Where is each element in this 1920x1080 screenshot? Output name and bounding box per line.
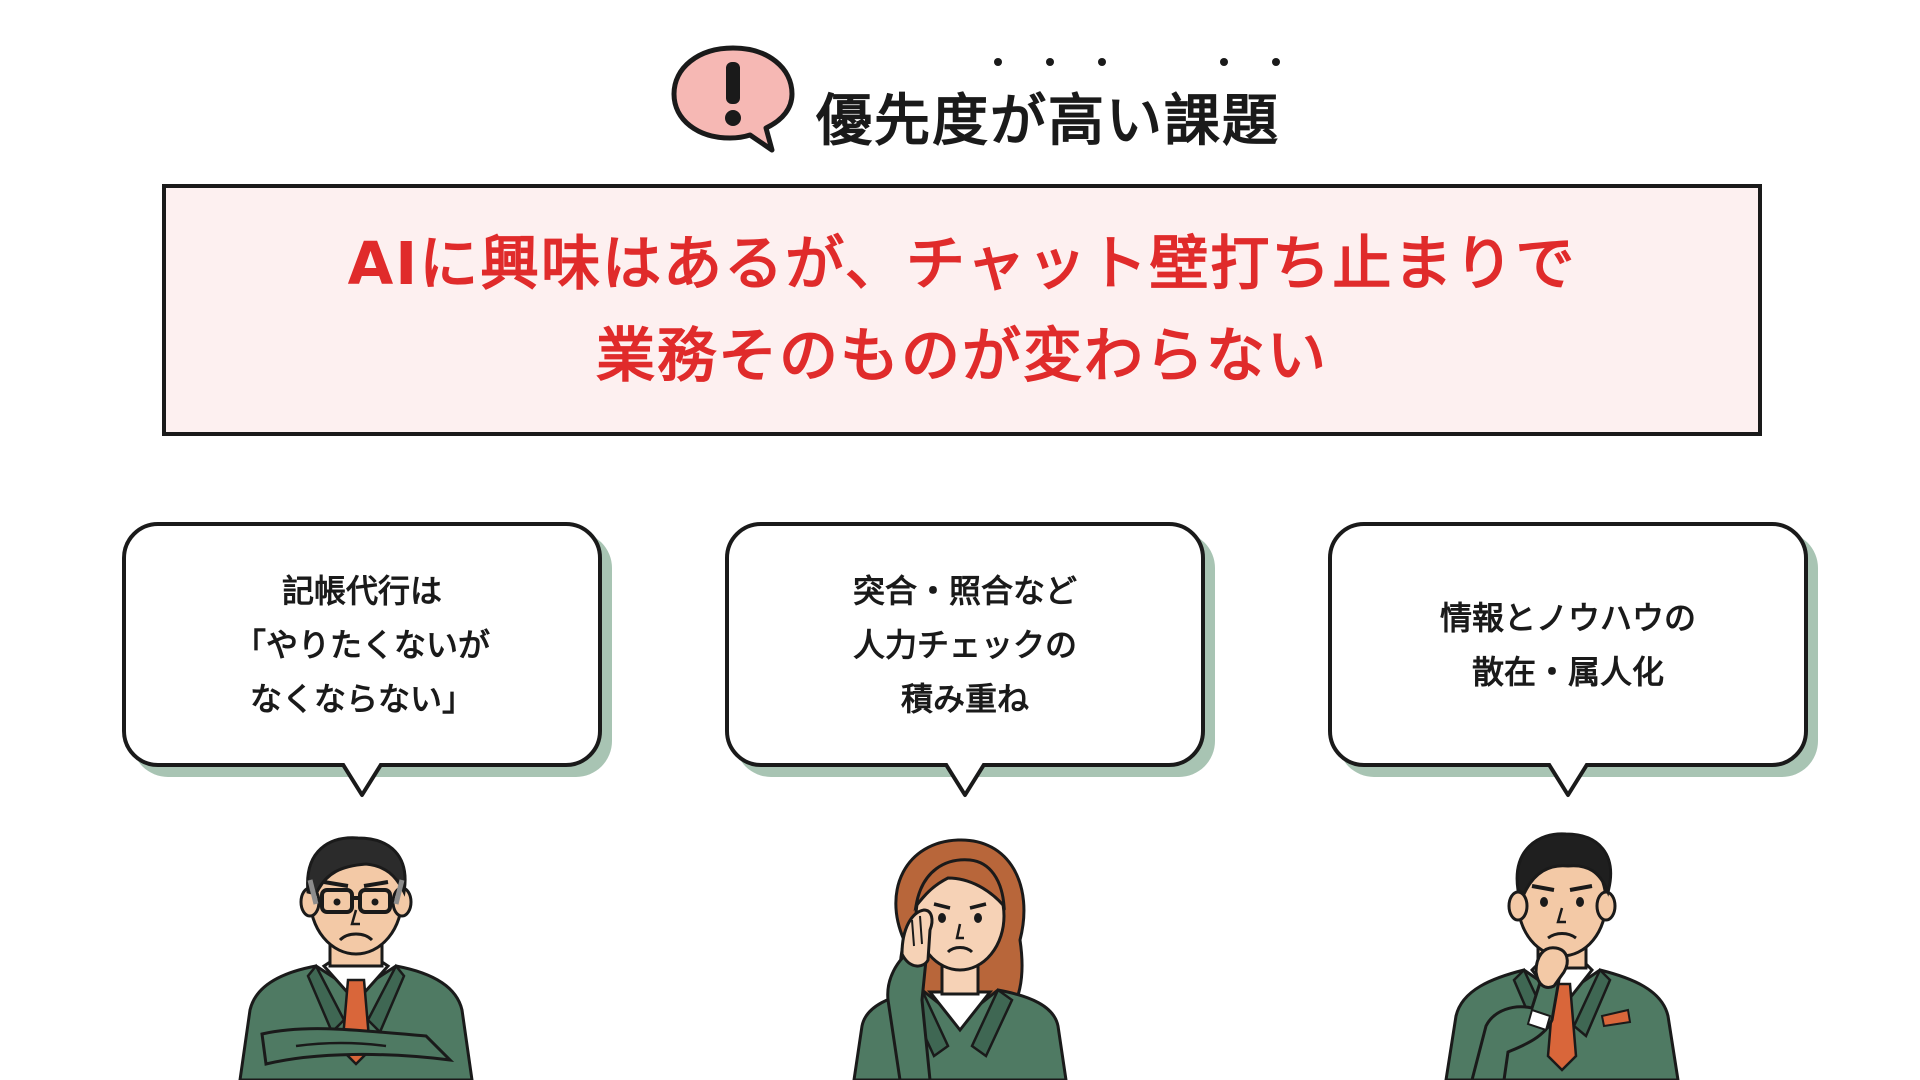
worried-woman-hand-on-cheek-icon [830, 820, 1090, 1080]
speech-bubble-card-1: 記帳代行は 「やりたくないが なくならない」 [122, 522, 612, 802]
bubble-tail [943, 763, 987, 799]
card-body: 記帳代行は 「やりたくないが なくならない」 [122, 522, 602, 767]
card-body: 情報とノウハウの 散在・属人化 [1328, 522, 1808, 767]
speech-bubble-card-3: 情報とノウハウの 散在・属人化 [1328, 522, 1818, 802]
card-line: 突合・照合など [852, 571, 1077, 610]
exclamation-speech-bubble-icon [668, 40, 798, 155]
card-line: 散在・属人化 [1471, 652, 1664, 691]
worried-older-man-arms-crossed-icon [226, 820, 486, 1080]
emphasis-dots [816, 54, 1280, 70]
card-line: 記帳代行は [281, 571, 442, 610]
card-line: なくならない」 [249, 679, 474, 718]
issue-box: AIに興味はあるが、チャット壁打ち止まりで 業務そのものが変わらない [162, 184, 1762, 436]
issue-line: 業務そのものが変わらない [595, 321, 1328, 390]
card-line: 情報とノウハウの [1439, 598, 1696, 637]
page-title: 優先度が高い課題 [816, 89, 1280, 154]
bubble-tail [340, 763, 384, 799]
issue-line: AIに興味はあるが、チャット壁打ち止まりで [347, 229, 1577, 298]
card-body: 突合・照合など 人力チェックの 積み重ね [725, 522, 1205, 767]
bubble-tail [1546, 763, 1590, 799]
worried-man-thinking-icon [1432, 820, 1692, 1080]
speech-bubble-card-2: 突合・照合など 人力チェックの 積み重ね [725, 522, 1215, 802]
card-line: 「やりたくないが [233, 625, 490, 664]
heading: 優先度が高い課題 [668, 40, 1288, 155]
card-line: 積み重ね [900, 679, 1029, 718]
heading-text: 優先度が高い課題 [816, 58, 1280, 162]
card-line: 人力チェックの [852, 625, 1077, 664]
